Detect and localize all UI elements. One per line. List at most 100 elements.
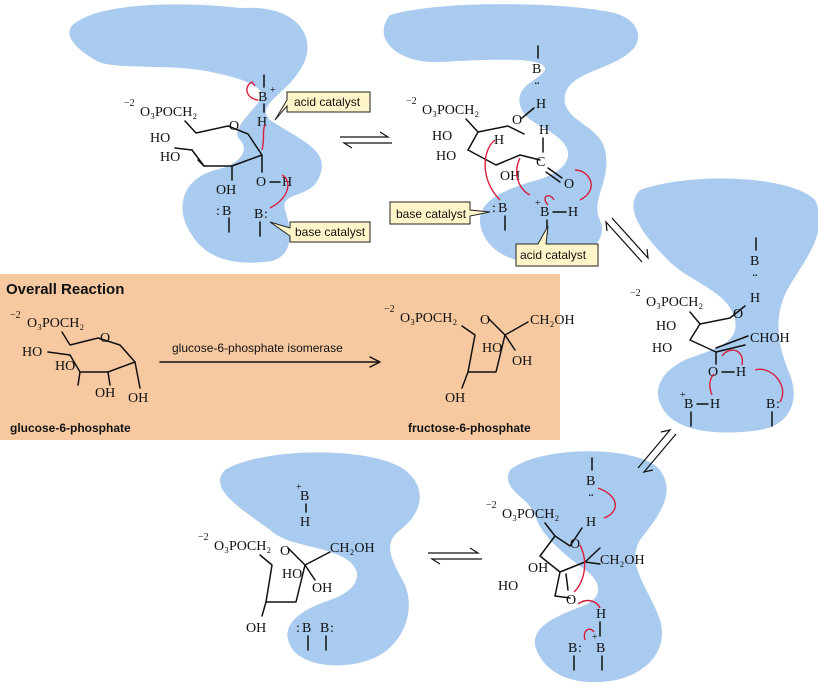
step1-arrow-b — [269, 174, 289, 209]
svg-text:+: + — [296, 482, 302, 493]
equilibrium-arrow-2 — [605, 217, 649, 263]
svg-text:H: H — [568, 205, 578, 220]
svg-text:O: O — [566, 593, 576, 608]
svg-text:OH: OH — [528, 561, 548, 576]
step2-arrow-c — [574, 169, 592, 201]
svg-text:acid catalyst: acid catalyst — [294, 95, 361, 109]
svg-text:B: B — [766, 397, 775, 412]
svg-text:O: O — [100, 331, 110, 346]
svg-text:+: + — [592, 632, 598, 643]
svg-text:HO: HO — [656, 319, 676, 334]
svg-text:O: O — [708, 365, 718, 380]
svg-text:B: B — [596, 641, 605, 656]
svg-text:O: O — [733, 307, 743, 322]
svg-text:+: + — [680, 390, 686, 401]
equilibrium-arrow-1 — [340, 131, 392, 149]
svg-text::: : — [216, 204, 220, 219]
enzyme-blob-1 — [69, 4, 322, 263]
svg-text:B: B — [750, 254, 759, 269]
step5-fructose-furanose: + B H −2 O₃POCH₂ O CH₂OH OH HO OH : B B … — [198, 482, 375, 651]
svg-text:HO: HO — [482, 341, 502, 356]
svg-text:OH: OH — [95, 386, 115, 401]
svg-text::: : — [264, 207, 268, 222]
svg-text:O₃POCH₂: O₃POCH₂ — [646, 295, 703, 310]
svg-text:−2: −2 — [124, 98, 135, 109]
glucose-6-phosphate-label: glucose-6-phosphate — [10, 421, 131, 435]
svg-text:+: + — [535, 198, 541, 209]
svg-text:HO: HO — [652, 341, 672, 356]
svg-text:O₃POCH₂: O₃POCH₂ — [140, 105, 197, 120]
svg-text:H: H — [596, 607, 606, 622]
svg-text:B: B — [320, 621, 329, 636]
svg-text:B: B — [258, 90, 267, 105]
step4-arrow-d — [583, 628, 595, 641]
enzyme-blob-3 — [633, 178, 818, 433]
svg-text:HO: HO — [150, 131, 170, 146]
svg-text::: : — [776, 397, 780, 412]
svg-text:O₃POCH₂: O₃POCH₂ — [502, 507, 559, 522]
svg-text:OH: OH — [500, 169, 520, 184]
svg-text:B: B — [568, 641, 577, 656]
svg-text:−2: −2 — [10, 310, 21, 321]
equilibrium-arrow-3 — [637, 429, 677, 473]
glucose-6-phosphate-structure: −2 O₃POCH₂ O HO HO OH OH — [10, 310, 148, 406]
svg-text:B: B — [222, 204, 231, 219]
svg-text:B: B — [300, 489, 309, 504]
svg-text:OH: OH — [312, 581, 332, 596]
svg-text:HO: HO — [432, 129, 452, 144]
svg-text::: : — [492, 201, 496, 216]
svg-text:C: C — [536, 155, 545, 170]
svg-text:OH: OH — [512, 354, 532, 369]
enzyme-blob-2 — [383, 4, 639, 263]
svg-text::: : — [296, 621, 300, 636]
acid-catalyst-callout-1: acid catalyst — [274, 91, 371, 121]
svg-text:B: B — [684, 397, 693, 412]
svg-text:B: B — [254, 207, 263, 222]
svg-text:CH₂OH: CH₂OH — [530, 313, 575, 328]
svg-text:B: B — [532, 62, 541, 77]
svg-text:CH₂OH: CH₂OH — [600, 553, 645, 568]
svg-text:B: B — [540, 205, 549, 220]
enzyme-blob-5 — [219, 452, 420, 666]
svg-text:H: H — [586, 515, 596, 530]
base-catalyst-callout-1: base catalyst — [269, 221, 371, 243]
svg-text:−2: −2 — [198, 532, 209, 543]
svg-text:HO: HO — [498, 579, 518, 594]
svg-text:O₃POCH₂: O₃POCH₂ — [400, 311, 457, 326]
svg-text:−2: −2 — [630, 288, 641, 299]
svg-text:O: O — [480, 313, 490, 328]
svg-text:base catalyst: base catalyst — [396, 207, 467, 221]
svg-text:..: .. — [534, 73, 540, 88]
fructose-6-phosphate-label: fructose-6-phosphate — [408, 421, 531, 435]
step1-acid-base-group: B + — [258, 74, 276, 113]
svg-text::: : — [330, 621, 334, 636]
acid-catalyst-callout-2: acid catalyst — [515, 225, 599, 267]
step2-arrow-b — [516, 157, 531, 196]
svg-text:acid catalyst: acid catalyst — [520, 248, 587, 262]
step2-arrow-a — [484, 139, 501, 201]
enzyme-name: glucose-6-phosphate isomerase — [172, 341, 343, 355]
svg-text:H: H — [539, 123, 549, 138]
svg-text:HO: HO — [160, 150, 180, 165]
svg-text:+: + — [270, 85, 276, 96]
step4-arrow-a — [597, 487, 616, 519]
svg-text:OH: OH — [216, 183, 236, 198]
svg-text:OH: OH — [445, 391, 465, 406]
svg-text:−2: −2 — [384, 304, 395, 315]
svg-text:H: H — [710, 397, 720, 412]
svg-text:−2: −2 — [406, 96, 417, 107]
svg-text:H: H — [750, 291, 760, 306]
base-catalyst-callout-2: base catalyst — [389, 201, 491, 225]
step3-arrow-b — [754, 368, 784, 403]
step3-arrow-c — [721, 349, 744, 366]
fructose-6-phosphate-structure: −2 O₃POCH₂ O CH₂OH OH HO OH — [384, 304, 575, 406]
equilibrium-arrow-4 — [428, 547, 482, 565]
svg-text:O: O — [564, 177, 574, 192]
step4-fructose-open: B .. −2 O₃POCH₂ O H HO OH CH₂OH O H + B … — [486, 457, 645, 671]
svg-text:B: B — [586, 474, 595, 489]
step1-base-groups: : B B : — [216, 204, 268, 237]
svg-text:−2: −2 — [486, 500, 497, 511]
svg-text:H: H — [536, 97, 546, 112]
svg-text:H: H — [300, 515, 310, 530]
